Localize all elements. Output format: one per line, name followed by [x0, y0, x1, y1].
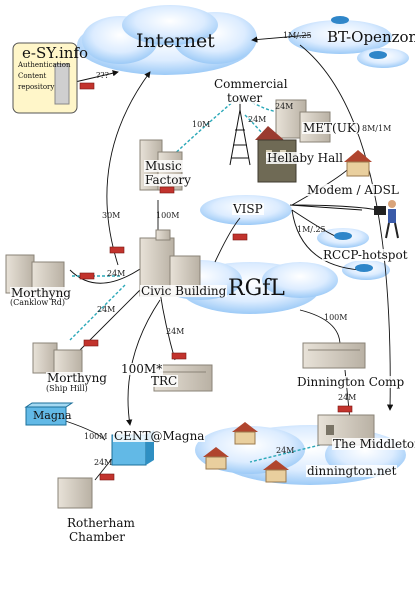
cent-magna-label: CENT@Magna [113, 429, 206, 443]
link-rgfl-dinnington-label: 100M [324, 313, 348, 322]
link-commercial-hellaby-label: 24M [248, 115, 267, 124]
esy-info-desc-2: Content [18, 72, 47, 80]
firewall-icons [79, 82, 353, 481]
esy-server-box [12, 42, 78, 114]
router-icons [331, 16, 387, 272]
magna-building-icon [24, 402, 74, 426]
house-icon-dinnington-1 [232, 422, 258, 445]
firewall-icon-morthyng-canklow [79, 272, 95, 280]
morthyng-ship-hill-building-icon [32, 342, 83, 375]
morthyng-canklow-sub-label: (Canklow Rd) [10, 298, 66, 307]
commercial-tower-label-2: tower [226, 91, 264, 105]
link-internet-bt-label: 1M/.25 [283, 31, 312, 40]
link-cent-rotherham-label: 24M [94, 458, 113, 467]
magna-label: Magna [33, 409, 72, 422]
link-dinnington-middleton-label: 24M [338, 393, 357, 402]
hellaby-hall-label: Hellaby Hall [266, 151, 344, 165]
link-commercial-met-label: 24M [275, 102, 294, 111]
dinnington-comp-label: Dinnington Comp [296, 375, 406, 389]
rotherham-chamber-label-2: Chamber [68, 530, 126, 544]
link-middleton-houses-label: 24M [276, 446, 295, 455]
router-icon-rccp-2 [355, 264, 373, 272]
morthyng-ship-sub-label: (Ship Hill) [46, 384, 88, 393]
bt-openzone-label: BT-Openzone [327, 28, 415, 46]
link-civic-cent-label: 100M* [120, 362, 164, 376]
rgfl-label: RGfL [228, 276, 285, 301]
firewall-icon-civic-30m [109, 246, 125, 254]
met-uk-label: MET(UK) [302, 121, 362, 135]
link-magna-cent-label: 100M [84, 432, 108, 441]
router-icon-bt-2 [369, 51, 387, 59]
modem-adsl-label: Modem / ADSL [306, 183, 400, 197]
the-middleton-label: The Middleton [332, 438, 415, 450]
morthyng-ship-label: Morthyng [46, 371, 108, 385]
met-uk-building-icon [275, 99, 331, 143]
link-visp-rccp-label: 1M/.25 [297, 225, 326, 234]
visp-label: VISP [232, 202, 264, 216]
link-internet-middleton-label: 8M/1M [362, 124, 392, 133]
firewall-icon-esy [79, 82, 95, 90]
dinnington-net-label: dinnington.net [306, 464, 398, 478]
civic-building-label: Civic Building [140, 284, 228, 298]
user-at-computer-icon [374, 200, 399, 239]
firewall-icon-visp [232, 233, 248, 241]
link-civic-trc-label: 24M [166, 327, 185, 336]
firewall-icon-rotherham [99, 473, 115, 481]
firewall-icon-middleton [337, 405, 353, 413]
firewall-icon-trc [171, 352, 187, 360]
firewall-icon-morthyng-ship [83, 339, 99, 347]
esy-info-desc-3: repository [18, 83, 55, 91]
router-icon-bt [331, 16, 349, 24]
music-factory-label-1: Music [144, 159, 183, 173]
morthyng-canklow-label: Morthyng [10, 286, 72, 300]
rotherham-chamber-label-1: Rotherham [66, 516, 136, 530]
house-icon-modem [344, 150, 372, 177]
house-icons [203, 150, 372, 483]
dinnington-comp-building-icon [302, 342, 366, 369]
trc-label: TRC [150, 374, 179, 388]
link-esy-internet-label: ??? [96, 71, 109, 80]
firewall-icon-music [159, 186, 175, 194]
house-icon-dinnington-2 [203, 447, 229, 470]
esy-info-desc-1: Authentication [18, 61, 71, 69]
esy-info-title: e-SY.info [22, 44, 88, 62]
music-factory-label-2: Factory [144, 173, 192, 187]
commercial-tower-label-1: Commercial [213, 77, 289, 91]
internet-cloud [77, 5, 257, 75]
link-music-civic-label: 100M [156, 211, 180, 220]
link-commercial-music-label: 10M [192, 120, 211, 129]
commercial-tower-icon [229, 98, 251, 166]
rotherham-chamber-building-icon [57, 477, 93, 509]
link-internet-civic-label: 30M [102, 211, 121, 220]
router-icon-rccp [334, 232, 352, 240]
internet-label: Internet [136, 30, 215, 52]
link-morthyng-civic-label: 24M [107, 269, 126, 278]
link-morthyngs-civic-label: 24M [97, 305, 116, 314]
rccp-hotspot-label: RCCP-hotspot [322, 248, 409, 262]
house-icon-dinnington-3 [263, 460, 289, 483]
